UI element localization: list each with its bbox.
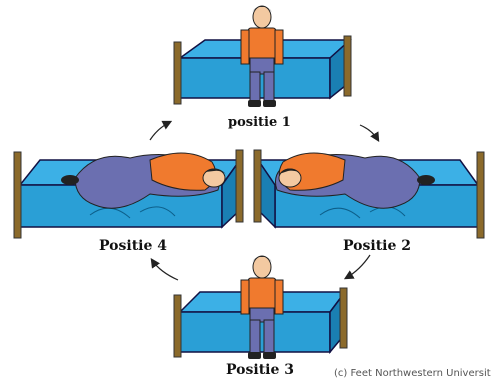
position-3-figure — [174, 256, 347, 359]
position-2-label: Positie 2 — [343, 238, 411, 254]
position-1-figure — [174, 6, 351, 107]
position-2-figure — [254, 150, 484, 238]
position-3-label: Positie 3 — [226, 362, 294, 378]
arrow-3-to-4 — [152, 260, 178, 280]
position-4-label: Positie 4 — [99, 238, 167, 254]
position-4-figure — [14, 150, 243, 238]
arrow-4-to-1 — [150, 122, 170, 140]
arrow-2-to-3 — [346, 255, 370, 278]
arrow-1-to-2 — [360, 125, 378, 140]
copyright-credit: (c) Feet Northwestern Universit — [334, 368, 491, 379]
position-1-label: positie 1 — [228, 115, 291, 130]
